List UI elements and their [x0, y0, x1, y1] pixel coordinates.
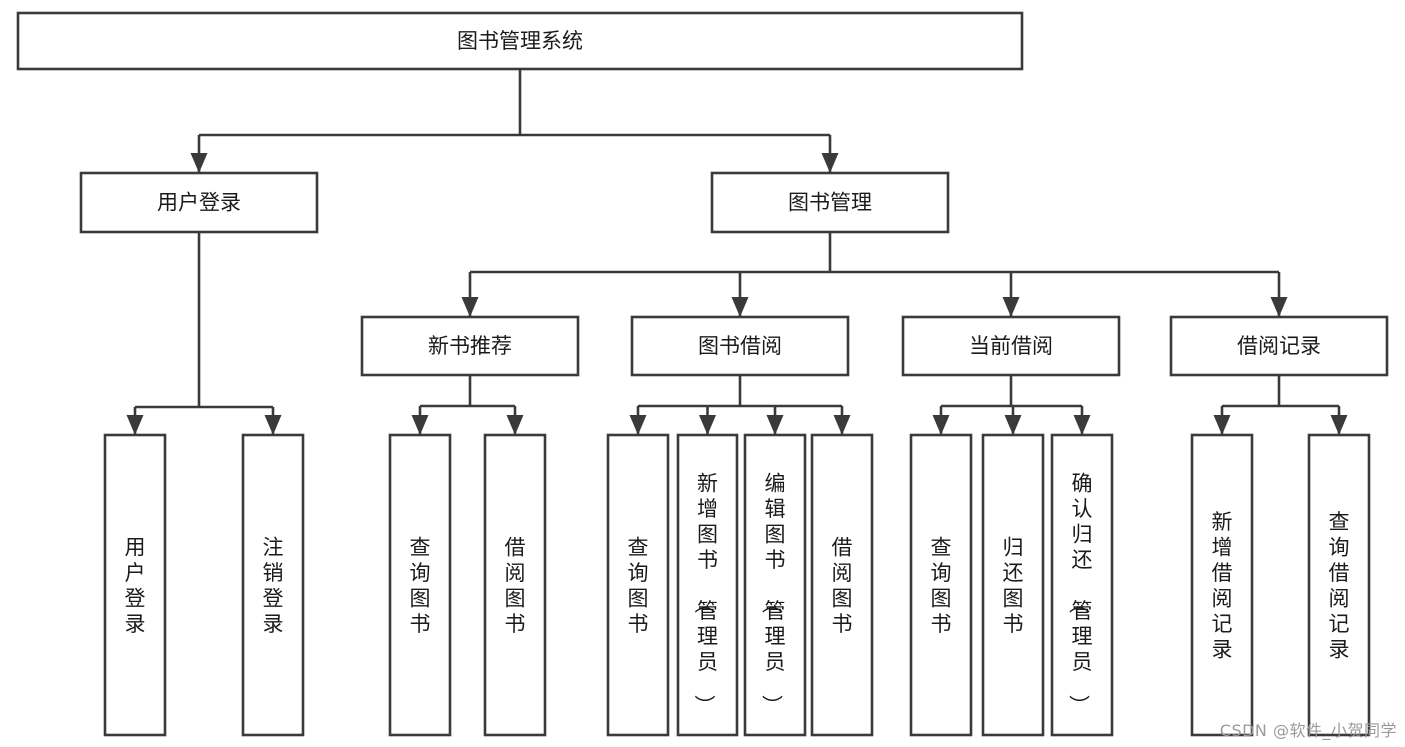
- node-leaf-confirm-return[interactable]: 确认归还（管理员）: [1050, 433, 1114, 737]
- arrow-head-icon: [821, 153, 839, 173]
- arrow-head-icon: [1213, 415, 1231, 435]
- node-box-leaf-query-book-2: [606, 433, 670, 737]
- node-new-book-rec[interactable]: 新书推荐: [360, 315, 580, 377]
- node-label-book-borrow: 图书借阅: [698, 334, 782, 358]
- arrow-head-icon: [1002, 297, 1020, 317]
- node-leaf-query-record[interactable]: 查询借阅记录: [1307, 433, 1371, 737]
- arrow-head-icon: [264, 415, 282, 435]
- connector-group-book-borrow: [629, 375, 851, 435]
- connector-group-borrow-record: [1213, 375, 1348, 435]
- node-leaf-borrow-book-2[interactable]: 借阅图书: [810, 433, 874, 737]
- arrow-head-icon: [1004, 415, 1022, 435]
- node-leaf-return-book[interactable]: 归还图书: [981, 433, 1045, 737]
- node-label-root: 图书管理系统: [457, 29, 583, 53]
- node-label-leaf-borrow-book-1: 借阅图书: [505, 535, 526, 636]
- node-label-leaf-query-book-2: 查询图书: [628, 535, 649, 636]
- node-box-leaf-logout: [241, 433, 305, 737]
- node-box-user-login: [79, 171, 319, 234]
- node-box-leaf-borrow-book-1: [483, 433, 547, 737]
- node-box-book-manage: [710, 171, 950, 234]
- arrow-head-icon: [461, 297, 479, 317]
- node-label-leaf-logout: 注销登录: [263, 535, 284, 636]
- node-box-current-borrow: [901, 315, 1121, 377]
- node-leaf-user-login[interactable]: 用户登录: [103, 433, 167, 737]
- connector-group-new-book-rec: [411, 375, 524, 435]
- node-label-book-manage: 图书管理: [788, 191, 872, 215]
- arrow-head-icon: [126, 415, 144, 435]
- node-book-borrow[interactable]: 图书借阅: [630, 315, 850, 377]
- watermark-label: CSDN @软件_小贺同学: [1219, 721, 1397, 740]
- node-label-leaf-confirm-return: 确认归还（管理员）: [1067, 472, 1093, 716]
- node-label-leaf-add-record: 新增借阅记录: [1212, 510, 1233, 662]
- node-box-leaf-return-book: [981, 433, 1045, 737]
- arrow-head-icon: [833, 415, 851, 435]
- node-borrow-record[interactable]: 借阅记录: [1169, 315, 1389, 377]
- node-leaf-add-record[interactable]: 新增借阅记录: [1190, 433, 1254, 737]
- node-leaf-borrow-book-1[interactable]: 借阅图书: [483, 433, 547, 737]
- node-box-leaf-user-login: [103, 433, 167, 737]
- node-box-leaf-add-book: [676, 433, 739, 737]
- node-label-leaf-return-book: 归还图书: [1003, 535, 1024, 636]
- node-label-leaf-borrow-book-2: 借阅图书: [832, 535, 853, 636]
- node-box-leaf-borrow-book-2: [810, 433, 874, 737]
- arrow-head-icon: [629, 415, 647, 435]
- connector-layer: [126, 69, 1348, 435]
- arrow-head-icon: [731, 297, 749, 317]
- arrow-head-icon: [1270, 297, 1288, 317]
- node-label-new-book-rec: 新书推荐: [428, 334, 512, 358]
- node-box-root: [16, 11, 1024, 71]
- node-layer: 图书管理系统用户登录图书管理新书推荐图书借阅当前借阅借阅记录用户登录注销登录查询…: [16, 11, 1389, 737]
- node-box-leaf-query-book-1: [388, 433, 452, 737]
- node-box-book-borrow: [630, 315, 850, 377]
- node-label-leaf-add-book: 新增图书（管理员）: [692, 472, 718, 716]
- node-leaf-logout[interactable]: 注销登录: [241, 433, 305, 737]
- node-book-manage[interactable]: 图书管理: [710, 171, 950, 234]
- connector-group-book-manage: [461, 232, 1288, 317]
- node-leaf-query-book-3[interactable]: 查询图书: [909, 433, 973, 737]
- arrow-head-icon: [932, 415, 950, 435]
- node-box-borrow-record: [1169, 315, 1389, 377]
- node-box-leaf-query-book-3: [909, 433, 973, 737]
- connector-group-current-borrow: [932, 375, 1091, 435]
- node-label-user-login: 用户登录: [157, 191, 241, 215]
- arrow-head-icon: [1073, 415, 1091, 435]
- node-label-leaf-query-book-3: 查询图书: [931, 535, 952, 636]
- node-label-leaf-query-book-1: 查询图书: [410, 535, 431, 636]
- node-box-leaf-edit-book: [743, 433, 807, 737]
- node-box-leaf-query-record: [1307, 433, 1371, 737]
- arrow-head-icon: [411, 415, 429, 435]
- node-leaf-query-book-1[interactable]: 查询图书: [388, 433, 452, 737]
- node-box-leaf-confirm-return: [1050, 433, 1114, 737]
- node-box-new-book-rec: [360, 315, 580, 377]
- connector-group-root: [190, 69, 839, 173]
- node-label-leaf-edit-book: 编辑图书（管理员）: [760, 472, 786, 716]
- arrow-head-icon: [699, 415, 716, 435]
- node-label-borrow-record: 借阅记录: [1237, 334, 1321, 358]
- node-leaf-query-book-2[interactable]: 查询图书: [606, 433, 670, 737]
- node-current-borrow[interactable]: 当前借阅: [901, 315, 1121, 377]
- connector-group-user-login: [126, 232, 282, 435]
- node-label-leaf-query-record: 查询借阅记录: [1329, 510, 1350, 662]
- node-leaf-edit-book[interactable]: 编辑图书（管理员）: [743, 433, 807, 737]
- node-label-leaf-user-login: 用户登录: [125, 535, 146, 636]
- arrow-head-icon: [766, 415, 784, 435]
- node-label-current-borrow: 当前借阅: [969, 334, 1053, 358]
- arrow-head-icon: [506, 415, 524, 435]
- arrow-head-icon: [1330, 415, 1348, 435]
- node-leaf-add-book[interactable]: 新增图书（管理员）: [676, 433, 739, 737]
- node-root[interactable]: 图书管理系统: [16, 11, 1024, 71]
- arrow-head-icon: [190, 153, 208, 173]
- node-user-login[interactable]: 用户登录: [79, 171, 319, 234]
- node-box-leaf-add-record: [1190, 433, 1254, 737]
